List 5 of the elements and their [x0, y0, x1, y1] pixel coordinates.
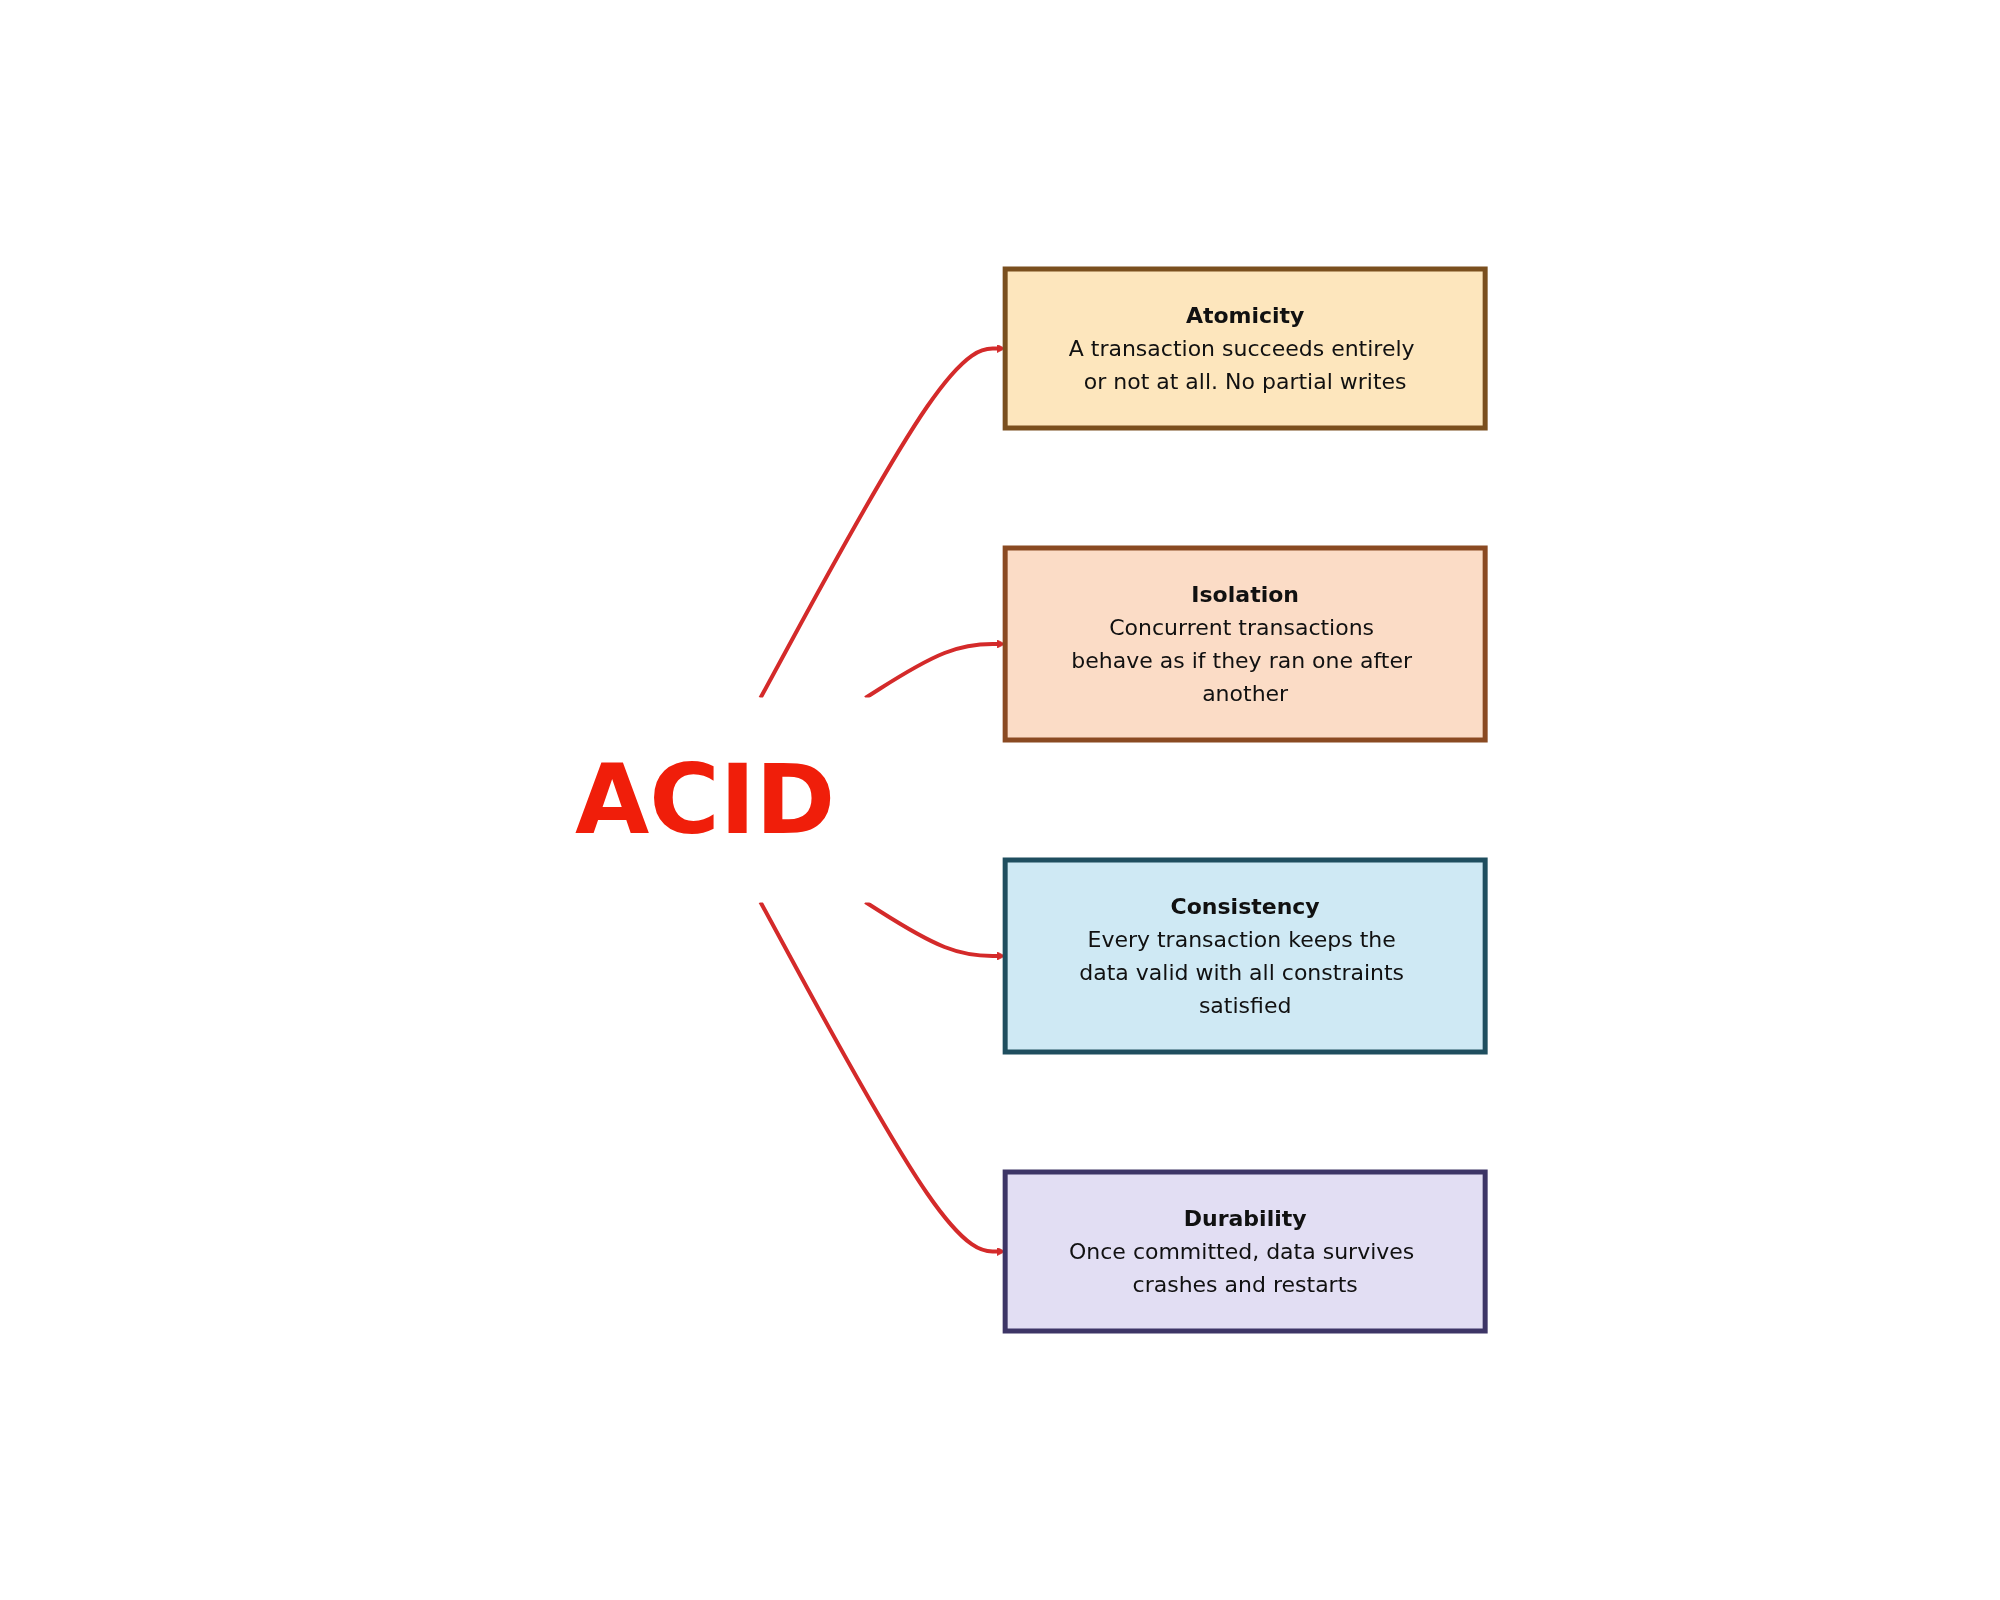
node-box: Atomicity A transaction succeeds entirely or not at all. No partial writes	[1002, 266, 1488, 431]
node-box: Durability Once committed, data survives crashes and restarts	[1002, 1169, 1488, 1334]
node-box: Isolation Concurrent transactions behave as if they ran one after another	[1002, 545, 1488, 743]
node-box: Consistency Every transaction keeps the data valid with all constraints satisfied	[1002, 857, 1488, 1055]
node-text: ACID	[574, 744, 836, 856]
